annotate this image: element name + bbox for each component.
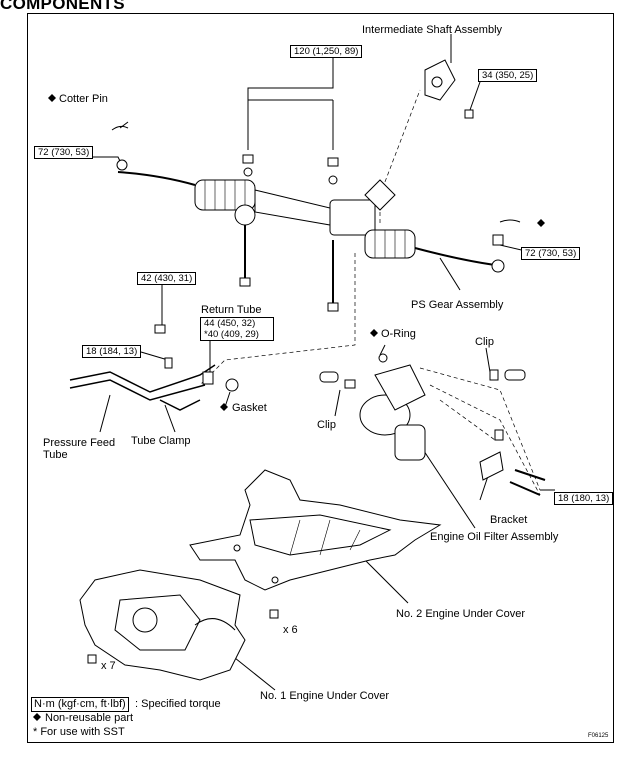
- diagram-frame: [27, 13, 614, 743]
- torque-42: 42 (430, 31): [137, 272, 197, 285]
- label-no2-cover: No. 2 Engine Under Cover: [396, 608, 526, 620]
- torque-40-sst: *40 (409, 29): [204, 329, 259, 340]
- legend-specified: : Specified torque: [135, 698, 221, 710]
- label-intermediate-shaft: Intermediate Shaft Assembly: [362, 24, 503, 36]
- torque-18-left: 18 (184, 13): [82, 345, 142, 358]
- torque-120: 120 (1,250, 89): [290, 45, 363, 58]
- torque-34: 34 (350, 25): [478, 69, 538, 82]
- label-ps-gear: PS Gear Assembly: [411, 299, 504, 311]
- ps-gear-drawing: [111, 59, 521, 312]
- leader-120: [247, 50, 334, 100]
- torque-44-40: 44 (450, 32) *40 (409, 29): [200, 317, 274, 341]
- label-cotter-pin: Cotter Pin: [59, 93, 108, 105]
- no1-cover-drawing: [79, 569, 246, 681]
- label-clip-left: Clip: [317, 419, 336, 431]
- label-clip-right: Clip: [475, 336, 494, 348]
- torque-18-right: 18 (180, 13): [554, 492, 614, 505]
- label-o-ring: O-Ring: [381, 328, 416, 340]
- label-qty-7: x 7: [101, 660, 116, 672]
- no2-cover-drawing: [189, 469, 442, 619]
- label-pressure-feed-tube: Pressure Feed Tube: [43, 437, 116, 461]
- label-no1-cover: No. 1 Engine Under Cover: [260, 690, 390, 702]
- legend-non-reusable: Non-reusable part: [45, 712, 134, 724]
- torque-44: 44 (450, 32): [204, 318, 256, 329]
- figure-code: F06125: [588, 733, 609, 739]
- torque-72-left: 72 (730, 53): [34, 146, 94, 159]
- label-return-tube: Return Tube: [201, 304, 262, 316]
- label-engine-oil-filter: Engine Oil Filter Assembly: [430, 531, 559, 543]
- label-qty-6: x 6: [283, 624, 298, 636]
- tubes-drawing: [69, 364, 216, 411]
- legend-unit: N·m (kgf·cm, ft·lbf): [31, 697, 129, 712]
- page-heading: COMPONENTS: [0, 0, 125, 13]
- label-tube-clamp: Tube Clamp: [131, 435, 191, 447]
- label-bracket: Bracket: [490, 514, 528, 526]
- torque-72-right: 72 (730, 53): [521, 247, 581, 260]
- label-gasket: Gasket: [232, 402, 267, 414]
- legend-sst: * For use with SST: [33, 726, 125, 738]
